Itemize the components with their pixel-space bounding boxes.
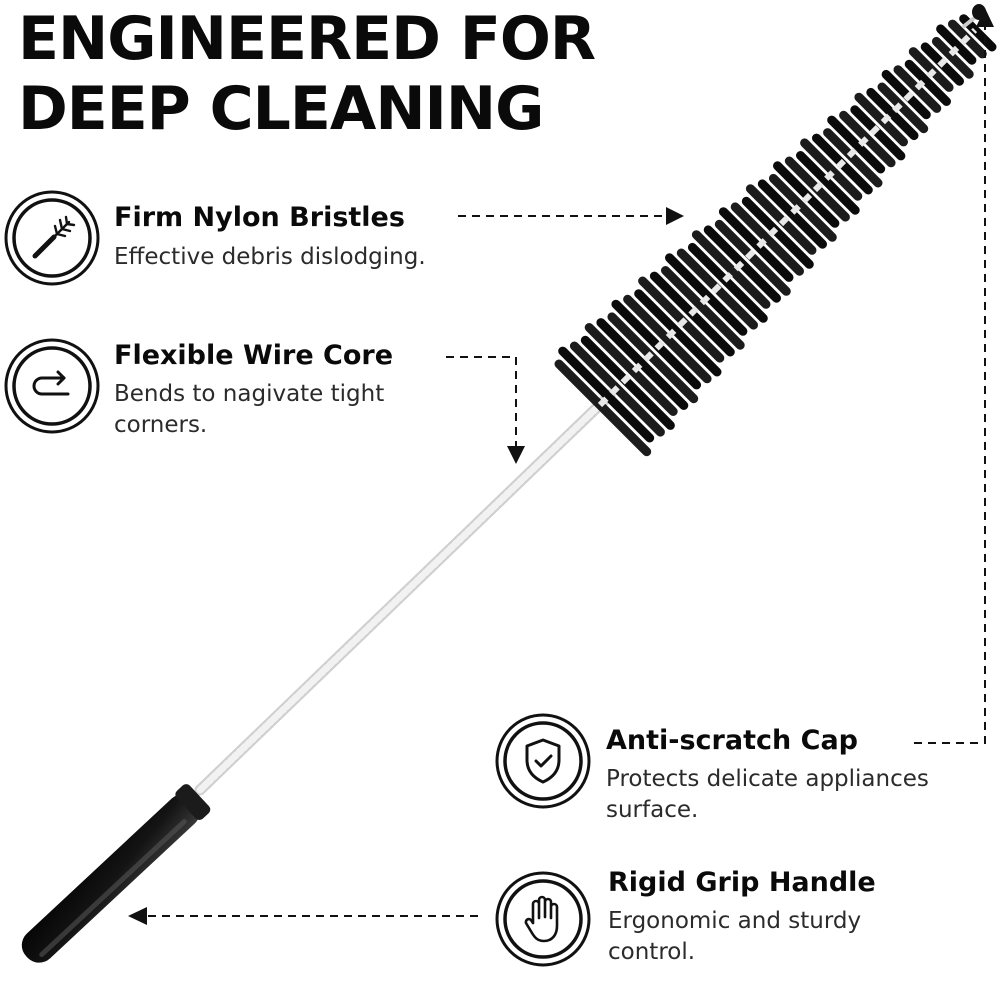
- bristle-tuft: [904, 59, 951, 106]
- bristle-tuft: [936, 24, 977, 65]
- bristle-tuft: [634, 289, 722, 377]
- feature-desc-grip-handle: Ergonomic and sturdy control.: [608, 908, 862, 965]
- headline-line-2: DEEP CLEANING: [18, 74, 544, 144]
- shield-check-icon: [495, 713, 591, 809]
- brush-icon: [4, 190, 100, 286]
- bristle-tuft: [554, 359, 652, 457]
- bristle-tuft: [800, 138, 863, 201]
- bristle-tuft: [850, 105, 906, 161]
- bristle-tuft: [584, 323, 678, 416]
- bristle-tuft: [558, 346, 655, 443]
- bristle-tuft: [745, 184, 817, 255]
- bristle-tuft: [687, 242, 768, 323]
- callout-line-cap: [914, 26, 986, 744]
- bristle-tuft: [881, 69, 931, 120]
- bristle-tuft: [931, 36, 974, 79]
- bristle-tuft: [718, 207, 794, 282]
- feature-title-bristles: Firm Nylon Bristles: [114, 202, 405, 233]
- feature-desc-anti-scratch-cap: Protects delicate appliances surface.: [606, 766, 929, 823]
- brush-bristles: [554, 14, 997, 457]
- bristle-tuft: [823, 128, 883, 188]
- bristle-tuft: [665, 253, 748, 336]
- bend-arrow-icon: [4, 338, 100, 434]
- bristle-tuft: [661, 266, 745, 350]
- feature-desc-wire-core: Bends to nagivate tight corners.: [114, 381, 385, 438]
- bristle-tuft: [623, 294, 712, 384]
- feature-desc-bristles: Effective debris dislodging.: [114, 244, 426, 270]
- bristle-tuft: [580, 335, 675, 430]
- feature-title-anti-scratch-cap: Anti-scratch Cap: [606, 725, 858, 756]
- brush-handle: [21, 784, 211, 963]
- bristle-tuft: [827, 115, 886, 174]
- bristle-tuft: [691, 230, 771, 309]
- bristle-tuft: [757, 179, 827, 249]
- bristle-tuft: [773, 161, 840, 228]
- arrowhead-wire: [507, 446, 525, 464]
- bristle-tuft: [638, 276, 725, 363]
- arrowhead-bristles: [666, 207, 684, 225]
- callout-line-wire: [446, 356, 517, 446]
- brush-spine: [597, 27, 978, 408]
- bristle-tuft: [908, 47, 954, 92]
- headline-line-1: ENGINEERED FOR: [18, 4, 596, 74]
- wire-core: [194, 389, 616, 796]
- bristle-tuft: [596, 318, 689, 410]
- arrowhead-cap: [976, 8, 994, 27]
- arrowhead-handle: [128, 907, 147, 925]
- headline: ENGINEERED FOR DEEP CLEANING: [18, 4, 596, 144]
- bristle-tuft: [854, 92, 908, 147]
- bristle-tuft: [877, 82, 929, 134]
- bristle-tuft: [796, 151, 860, 215]
- bristle-tuft: [607, 312, 699, 404]
- bristle-tuft: [839, 110, 896, 168]
- feature-title-wire-core: Flexible Wire Core: [114, 340, 394, 371]
- bristle-tuft: [866, 87, 919, 141]
- bristle-tuft: [768, 173, 837, 242]
- bristle-tuft: [741, 196, 814, 269]
- feature-title-grip-handle: Rigid Grip Handle: [608, 867, 876, 898]
- bristle-tuft: [730, 202, 804, 276]
- bristle-tuft: [893, 65, 942, 113]
- hand-icon: [495, 871, 591, 967]
- bristle-tuft: [714, 219, 791, 296]
